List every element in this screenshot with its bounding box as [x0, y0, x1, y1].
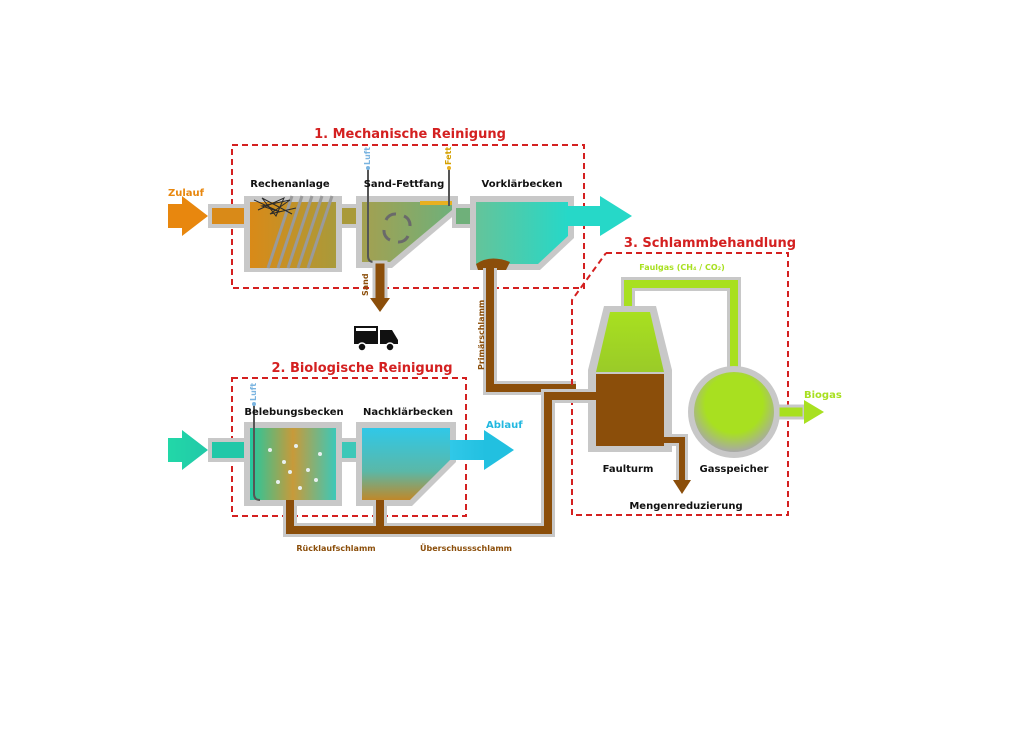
biogas-label: Biogas: [804, 390, 842, 401]
belebung-tank: [250, 428, 336, 500]
rotation-icon: [382, 212, 412, 244]
mechanical-section-title: 1. Mechanische Reinigung: [314, 127, 506, 142]
fett-layer: [420, 201, 452, 205]
luft-label-2: Luft: [249, 383, 258, 401]
ablauf-arrow: [484, 430, 514, 470]
belebung-label: Belebungsbecken: [244, 407, 343, 418]
sludge-section-title: 3. Schlammbehandlung: [624, 236, 796, 251]
faulturm-gas-space: [596, 312, 664, 372]
faulturm-sludge: [596, 374, 664, 446]
gasspeicher-label: Gasspeicher: [700, 464, 769, 475]
zulauf-arrow: [168, 196, 208, 236]
biogas-arrow: [804, 400, 824, 424]
primaer-label: Primärschlamm: [477, 300, 486, 370]
ueberschuss-label: Überschussschlamm: [420, 543, 512, 553]
rechen-label: Rechenanlage: [250, 179, 330, 190]
faulgas-label: Faulgas (CH₄ / CO₂): [639, 263, 725, 272]
biological-section-title: 2. Biologische Reinigung: [271, 361, 452, 376]
excess-sludge-riser: [544, 392, 596, 520]
vorklaer-outflow-arrow: [600, 196, 632, 236]
sandfett-tank: [362, 202, 452, 262]
sand-label: Sand: [361, 273, 370, 296]
truck-icon: [354, 326, 398, 352]
mengen-arrow: [673, 480, 691, 494]
primary-sludge-pile: [476, 258, 510, 270]
zulauf-channel: [208, 204, 248, 228]
rechen-tank: [250, 202, 336, 268]
bio-inflow-arrow: [168, 430, 208, 470]
luft-label-1: Luft: [363, 147, 372, 165]
biogas-pipe: [776, 404, 806, 420]
mengen-label: Mengenreduzierung: [629, 501, 742, 512]
screenings-debris: [253, 196, 297, 217]
fett-label: Fett: [444, 147, 453, 165]
sludge-return-pipe: [286, 500, 552, 534]
bio-inflow-channel: [208, 438, 248, 462]
faulturm-label: Faulturm: [603, 464, 654, 475]
zulauf-label: Zulauf: [168, 188, 205, 199]
gasspeicher-tank: [694, 372, 774, 452]
nachklaer-tank: [362, 428, 450, 500]
vorklaer-outflow-channel: [568, 206, 604, 226]
ruecklauf-label: Rücklaufschlamm: [296, 544, 375, 553]
faulgas-pipe: [624, 280, 738, 376]
vorklaer-label: Vorklärbecken: [482, 179, 563, 190]
ablauf-channel: [450, 440, 486, 460]
primary-sludge-pipe: [486, 268, 576, 392]
nachklaer-label: Nachklärbecken: [363, 407, 453, 418]
sand-pipe: [372, 260, 388, 302]
sandfett-label: Sand-Fettfang: [364, 179, 445, 190]
vorklaer-tank: [476, 202, 568, 264]
sludge-section-border: [571, 252, 789, 516]
digested-sludge-pipe: [664, 437, 685, 480]
ablauf-label: Ablauf: [486, 420, 523, 431]
rake-icon: [266, 195, 334, 269]
aeration-bubbles: [268, 444, 322, 490]
sand-arrow: [370, 298, 390, 312]
